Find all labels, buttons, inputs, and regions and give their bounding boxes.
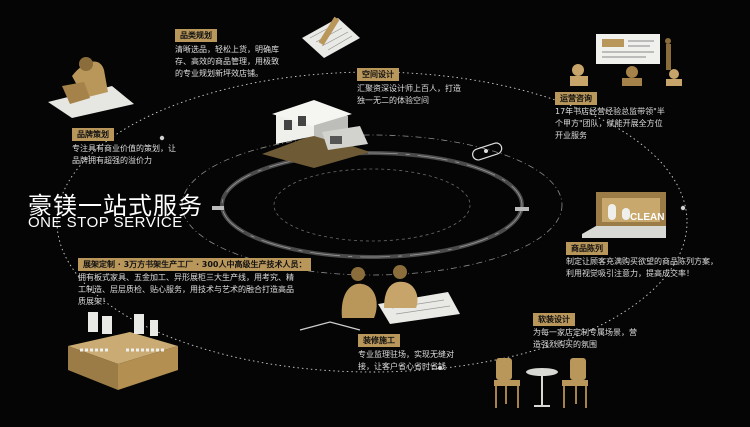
service-desc-soft: 为每一家店定制专属场景，营 造强烈购买的氛围 [533, 327, 637, 351]
desc-line: 开业服务 [555, 131, 587, 140]
service-desc-shelf: 拥有板式家具、五金加工、异形展柜三大生产线，用考究、精 工制造、层层质检、贴心服… [78, 272, 294, 308]
service-tag-construction: 装修施工 [358, 334, 400, 347]
title-english: ONE STOP SERVICE [28, 214, 183, 231]
desc-line: 造强烈购买的氛围 [533, 340, 597, 349]
building-model-illustration [256, 96, 374, 168]
service-tag-category: 品类规划 [175, 29, 217, 42]
blueprint-drawing-illustration [298, 8, 364, 60]
service-tag-operation: 运营咨询 [555, 92, 597, 105]
service-tag-brand: 品牌策划 [72, 128, 114, 141]
service-desc-display: 制定让顾客充满购买欲望的商品陈列方案， 利用视觉吸引注意力，提高成交率！ [566, 256, 718, 280]
service-desc-operation: 17年书店经营经验总监带领"半 个甲方"团队，赋能开展全方位 开业服务 [555, 106, 665, 142]
service-tag-display: 商品陈列 [566, 242, 608, 255]
service-desc-brand: 专注具有商业价值的策划，让 品牌拥有超强的溢价力 [72, 143, 176, 167]
desc-line: 清晰选品，轻松上货，明确库 [175, 45, 279, 54]
desc-line: 品牌拥有超强的溢价力 [72, 156, 152, 165]
service-desc-construction: 专业监理驻场，实现无缝对 接，让客户省心省时省钱 [358, 349, 454, 373]
service-tag-space: 空间设计 [357, 68, 399, 81]
desc-line: 拥有板式家具、五金加工、异形展柜三大生产线，用考究、精 [78, 273, 294, 282]
desc-line: 独一无二的体验空间 [357, 96, 429, 105]
desc-line: 专注具有商业价值的策划，让 [72, 144, 176, 153]
bookshelf-display-illustration [64, 306, 182, 390]
desc-line: 工制造、层层质检、贴心服务，用技术与艺术的融合打造高品 [78, 285, 294, 294]
clean-store-illustration: CLEAN [582, 186, 666, 238]
desc-line: 为每一家店定制专属场景，营 [533, 328, 637, 337]
desc-line: 17年书店经营经验总监带领"半 [555, 107, 665, 116]
desc-line: 质展架！ [78, 297, 110, 306]
desc-line: 个甲方"团队，赋能开展全方位 [555, 119, 663, 128]
desc-line: 制定让顾客充满购买欲望的商品陈列方案， [566, 257, 718, 266]
service-tag-soft: 软装设计 [533, 313, 575, 326]
desc-line: 接，让客户省心省时省钱 [358, 362, 446, 371]
title-chinese: 豪镁一站式服务 [28, 192, 203, 220]
meeting-presentation-illustration [566, 30, 686, 86]
service-tag-shelf: 展架定制 · 3万方书架生产工厂 · 300人中高级生产技术人员： [78, 258, 312, 271]
service-desc-space: 汇聚资深设计师上百人，打造 独一无二的体验空间 [357, 83, 461, 107]
desc-line: 利用视觉吸引注意力，提高成交率！ [566, 269, 694, 278]
chairs-table-illustration [492, 354, 592, 410]
clean-sign-text: CLEAN [630, 212, 664, 223]
construction-team-illustration [328, 262, 460, 324]
desc-line: 的专业规划新坪效店铺。 [175, 69, 263, 78]
desc-line: 存、高效的商品管理，用极致 [175, 57, 279, 66]
brand-planning-illustration [42, 46, 138, 120]
desc-line: 汇聚资深设计师上百人，打造 [357, 84, 461, 93]
service-desc-category: 清晰选品，轻松上货，明确库 存、高效的商品管理，用极致 的专业规划新坪效店铺。 [175, 44, 279, 80]
desc-line: 专业监理驻场，实现无缝对 [358, 350, 454, 359]
